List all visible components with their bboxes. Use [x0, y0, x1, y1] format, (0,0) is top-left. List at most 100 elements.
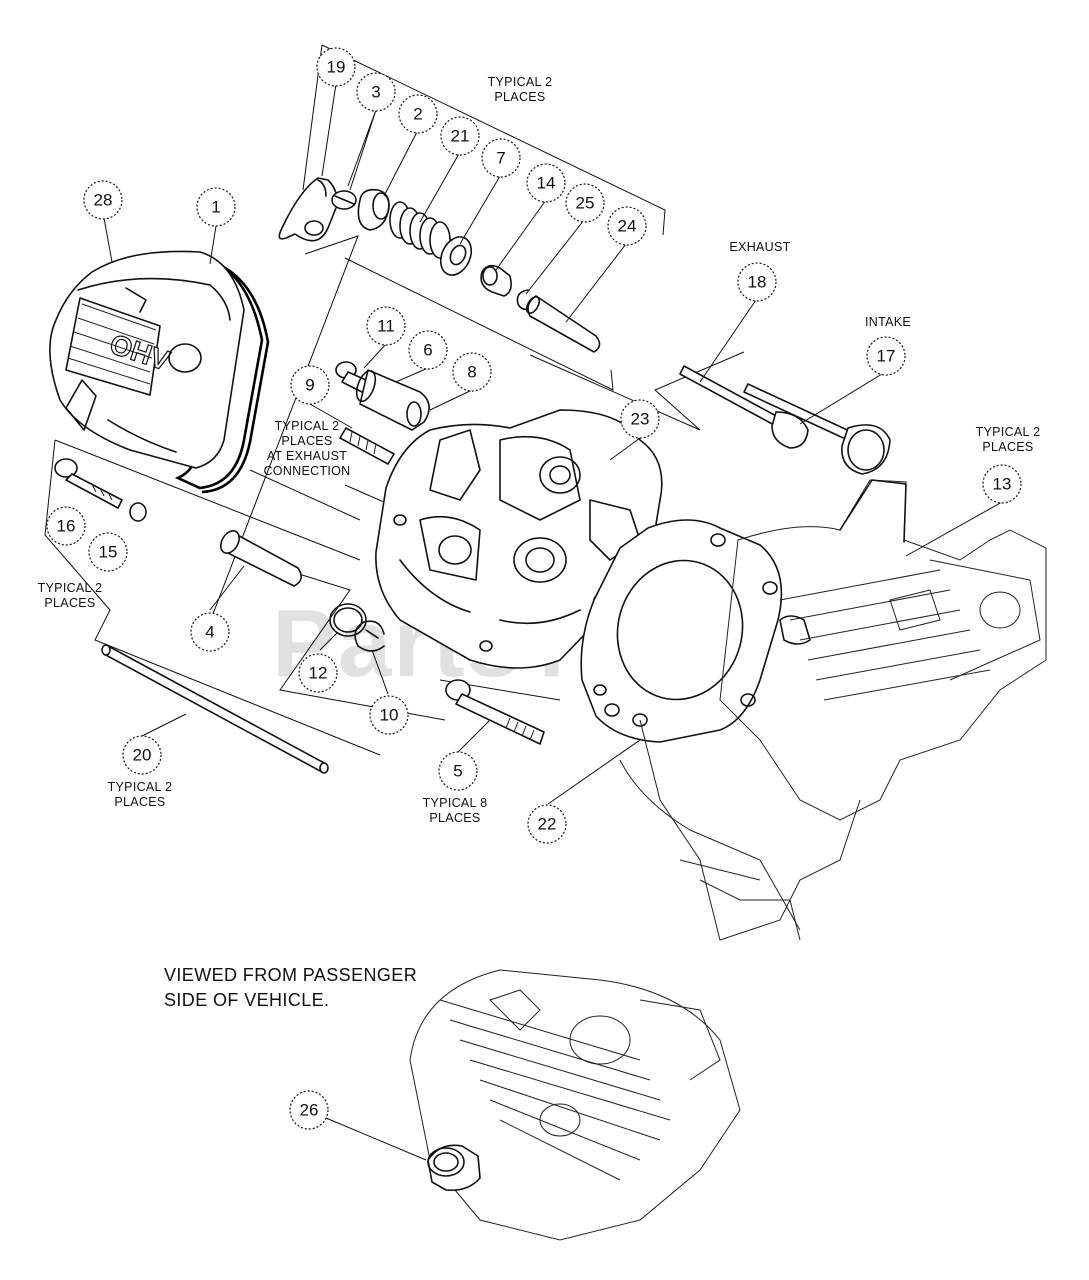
svg-text:PLACES: PLACES: [494, 90, 545, 104]
rocker-shaft-parts: [335, 361, 430, 465]
lower-view-engine: [409, 969, 741, 1241]
svg-text:5: 5: [453, 762, 462, 781]
head-gasket: [580, 519, 783, 743]
svg-text:TYPICAL 2: TYPICAL 2: [488, 75, 553, 89]
note-head-bolts-typical: TYPICAL 8 PLACES: [423, 796, 488, 825]
note-pushrod-typical: TYPICAL 2 PLACES: [108, 780, 173, 809]
callout-22[interactable]: 22: [527, 804, 567, 844]
svg-text:CONNECTION: CONNECTION: [263, 464, 350, 478]
svg-text:TYPICAL 2: TYPICAL 2: [38, 581, 103, 595]
svg-text:10: 10: [380, 706, 399, 725]
callout-17[interactable]: 17: [866, 336, 906, 376]
callout-1[interactable]: 1: [196, 187, 236, 227]
intake-valve: [743, 383, 891, 475]
svg-text:15: 15: [99, 543, 118, 562]
callout-20[interactable]: 20: [122, 735, 162, 775]
note-intake: INTAKE: [865, 315, 911, 329]
svg-text:TYPICAL 8: TYPICAL 8: [423, 796, 488, 810]
grouping-lines: [44, 44, 745, 756]
callout-11[interactable]: 11: [366, 306, 406, 346]
svg-text:12: 12: [309, 664, 328, 683]
cover-bolt: [54, 458, 123, 509]
callout-3[interactable]: 3: [356, 72, 396, 112]
svg-text:6: 6: [423, 341, 432, 360]
svg-text:VIEWED FROM PASSENGER: VIEWED FROM PASSENGER: [164, 965, 417, 985]
svg-text:PLACES: PLACES: [44, 596, 95, 610]
svg-text:14: 14: [537, 174, 556, 193]
engine-block: [619, 479, 1047, 941]
note-rocker-typical: TYPICAL 2 PLACES: [488, 75, 553, 104]
exhaust-valve: [679, 365, 809, 449]
cover-washer: [129, 502, 147, 522]
callout-24[interactable]: 24: [607, 206, 647, 246]
svg-text:7: 7: [496, 149, 505, 168]
spring-seat: [439, 236, 473, 276]
callout-9[interactable]: 9: [290, 365, 330, 405]
svg-text:13: 13: [993, 475, 1012, 494]
callout-16[interactable]: 16: [46, 506, 86, 546]
svg-text:3: 3: [371, 83, 380, 102]
svg-text:20: 20: [133, 746, 152, 765]
callout-19[interactable]: 19: [316, 47, 356, 87]
svg-text:4: 4: [205, 623, 214, 642]
svg-text:18: 18: [748, 273, 767, 292]
svg-text:22: 22: [538, 815, 557, 834]
plug-cap: [427, 1144, 481, 1192]
callout-4[interactable]: 4: [190, 612, 230, 652]
callout-5[interactable]: 5: [438, 751, 478, 791]
head-bolt: [445, 679, 545, 745]
note-exhaust: EXHAUST: [729, 240, 790, 254]
note-bolt-washer-typical: TYPICAL 2 PLACES: [38, 581, 103, 610]
callout-26[interactable]: 26: [289, 1090, 329, 1130]
callout-2[interactable]: 2: [398, 94, 438, 134]
svg-text:23: 23: [631, 410, 650, 429]
callout-15[interactable]: 15: [88, 532, 128, 572]
svg-text:AT EXHAUST: AT EXHAUST: [267, 449, 347, 463]
svg-text:PLACES: PLACES: [429, 811, 480, 825]
svg-text:2: 2: [413, 105, 422, 124]
note-block-typical: TYPICAL 2 PLACES: [976, 425, 1041, 454]
svg-text:19: 19: [327, 58, 346, 77]
e-clip: [354, 620, 385, 652]
callout-6[interactable]: 6: [408, 330, 448, 370]
valve-spring: [389, 201, 451, 259]
callout-23[interactable]: 23: [620, 399, 660, 439]
callout-28[interactable]: 28: [83, 180, 123, 220]
valve-stem-seal: [480, 264, 512, 297]
svg-text:9: 9: [305, 376, 314, 395]
svg-text:TYPICAL 2: TYPICAL 2: [108, 780, 173, 794]
svg-text:PLACES: PLACES: [114, 795, 165, 809]
pushrod: [101, 644, 329, 774]
svg-text:26: 26: [300, 1101, 319, 1120]
rocker-arm: [278, 177, 338, 242]
spring-retainer: [357, 188, 390, 231]
retaining-ring: [329, 603, 367, 637]
callout-10[interactable]: 10: [369, 695, 409, 735]
svg-text:1: 1: [211, 198, 220, 217]
svg-text:SIDE OF VEHICLE.: SIDE OF VEHICLE.: [164, 990, 329, 1010]
valve-guide: [525, 295, 601, 353]
callout-8[interactable]: 8: [452, 352, 492, 392]
svg-text:16: 16: [57, 517, 76, 536]
svg-text:25: 25: [576, 194, 595, 213]
valve-keepers: [331, 190, 357, 210]
svg-text:11: 11: [377, 317, 395, 336]
callout-25[interactable]: 25: [565, 183, 605, 223]
svg-text:28: 28: [94, 191, 113, 210]
svg-text:PLACES: PLACES: [982, 440, 1033, 454]
dowel-pin: [220, 530, 302, 587]
callout-12[interactable]: 12: [298, 653, 338, 693]
callout-7[interactable]: 7: [481, 138, 521, 178]
callout-13[interactable]: 13: [982, 464, 1022, 504]
svg-text:17: 17: [877, 347, 896, 366]
svg-text:TYPICAL 2: TYPICAL 2: [976, 425, 1041, 439]
svg-text:24: 24: [618, 217, 637, 236]
svg-text:TYPICAL 2: TYPICAL 2: [275, 419, 340, 433]
callout-21[interactable]: 21: [440, 116, 480, 156]
callout-18[interactable]: 18: [737, 262, 777, 302]
callout-14[interactable]: 14: [526, 163, 566, 203]
leader-lines: [103, 83, 1003, 1161]
note-exhaust-connection: TYPICAL 2 PLACES AT EXHAUST CONNECTION: [263, 419, 350, 478]
svg-text:8: 8: [467, 363, 476, 382]
svg-text:21: 21: [451, 127, 470, 146]
